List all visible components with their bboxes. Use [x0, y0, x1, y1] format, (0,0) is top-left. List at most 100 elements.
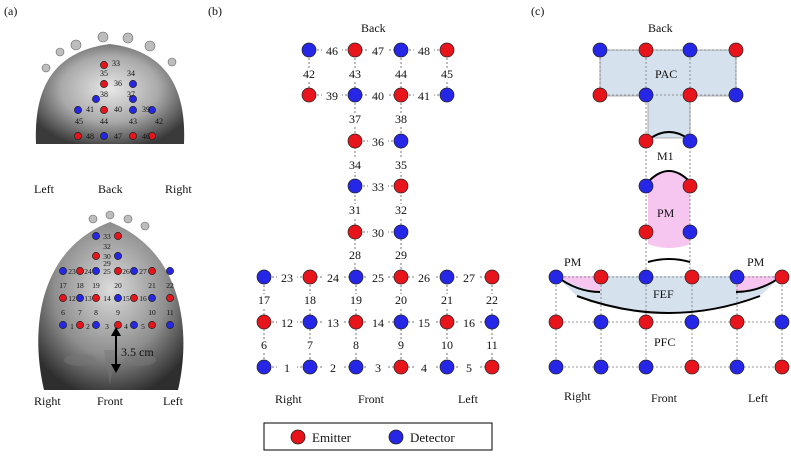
m1-label: M1 [657, 149, 674, 163]
detector-dot [92, 232, 100, 240]
photo-channel-label: 18 [76, 281, 84, 290]
detector-dot [92, 95, 100, 103]
detector-dot [682, 42, 698, 58]
detector-dot [59, 267, 67, 275]
detector-dot [592, 42, 608, 58]
channel-label: 46 [326, 44, 338, 58]
emitter-dot [166, 294, 174, 302]
channel-label: 28 [349, 248, 361, 262]
channel-label: 4 [421, 361, 427, 375]
photo-channel-label: 11 [166, 308, 173, 317]
emitter-dot [302, 269, 318, 285]
emitter-dot [638, 224, 654, 240]
detector-dot [92, 321, 100, 329]
emitter-dot [684, 359, 700, 375]
pfc-label: PFC [654, 335, 675, 349]
channel-label: 41 [418, 89, 430, 103]
panel-label-b: (b) [208, 4, 222, 18]
channel-label: 20 [395, 293, 407, 307]
photo-channel-label: 3 [105, 322, 109, 331]
channel-label: 11 [486, 338, 498, 352]
photo-channel-label: 40 [114, 105, 122, 114]
photo-channel-label: 10 [148, 308, 156, 317]
channel-label: 32 [395, 203, 407, 217]
channel-label: 26 [418, 271, 430, 285]
emitter-dot [301, 87, 317, 103]
channel-label: 23 [281, 271, 293, 285]
photo-top-left-label: Left [34, 182, 55, 196]
detector-dot [148, 106, 156, 114]
pm-left-label: PM [564, 255, 582, 269]
emitter-dot [148, 321, 156, 329]
emitter-dot [393, 359, 409, 375]
emitter-dot [682, 178, 698, 194]
detector-dot [74, 106, 82, 114]
channel-label: 3 [375, 361, 381, 375]
emitter-dot [774, 359, 790, 375]
photo-channel-label: 19 [92, 281, 100, 290]
photo-channel-label: 1 [70, 322, 74, 331]
pm-right-label: PM [747, 255, 765, 269]
photo-channel-label: 5 [141, 322, 145, 331]
emitter-dot [114, 267, 122, 275]
emitter-dot [684, 269, 700, 285]
detector-dot [638, 269, 654, 285]
photo-channel-label: 17 [59, 281, 67, 290]
detector-dot [256, 359, 272, 375]
detector-dot [114, 252, 122, 260]
emitter-dot [100, 80, 108, 88]
detector-dot [347, 178, 363, 194]
emitter-dot [348, 314, 364, 330]
emitter-dot [774, 269, 790, 285]
photo-bottom-left-label: Right [34, 394, 61, 408]
channel-label: 25 [372, 271, 384, 285]
photo-top-right-label: Right [165, 182, 192, 196]
photo-channel-label: 44 [100, 117, 108, 126]
photo-channel-label: 25 [103, 267, 111, 276]
photo-channel-label: 24 [84, 267, 92, 276]
emitter-dot [638, 133, 654, 149]
detector-dot [729, 359, 745, 375]
photo-channel-label: 37 [127, 90, 135, 99]
emitter-dot [484, 359, 500, 375]
emitter-dot [393, 269, 409, 285]
pac-region [599, 49, 737, 139]
photo-channel-label: 20 [114, 281, 122, 290]
detector-dot [166, 321, 174, 329]
pm-center-label: PM [657, 206, 675, 220]
emitter-dot [256, 314, 272, 330]
detector-dot [256, 269, 272, 285]
pm-center-region [648, 172, 690, 248]
photo-channel-label: 30 [103, 252, 111, 261]
panel-c-front-label: Front [651, 391, 678, 405]
photo-channel-label: 41 [86, 105, 94, 114]
emitter-dot [393, 178, 409, 194]
channel-label: 12 [281, 316, 293, 330]
legend-detector-swatch [388, 429, 404, 445]
distance-label: 3.5 cm [121, 345, 154, 359]
photo-channel-label: 23 [68, 267, 76, 276]
emitter-dot [114, 232, 122, 240]
detector-dot [439, 269, 455, 285]
emitter-dot [347, 224, 363, 240]
channel-label: 29 [395, 248, 407, 262]
photo-top-center-label: Back [98, 182, 123, 196]
photo-channel-label: 33 [103, 232, 111, 241]
detector-dot [393, 133, 409, 149]
detector-dot [638, 178, 654, 194]
emitter-dot [347, 133, 363, 149]
emitter-dot [439, 42, 455, 58]
photo-channel-label: 21 [148, 281, 156, 290]
detector-dot [114, 294, 122, 302]
detector-dot [774, 314, 790, 330]
emitter-dot [100, 106, 108, 114]
photo-channel-label: 43 [129, 117, 137, 126]
detector-dot [684, 314, 700, 330]
emitter-dot [393, 87, 409, 103]
detector-dot [638, 87, 654, 103]
channel-label: 38 [395, 112, 407, 126]
emitter-dot [76, 267, 84, 275]
